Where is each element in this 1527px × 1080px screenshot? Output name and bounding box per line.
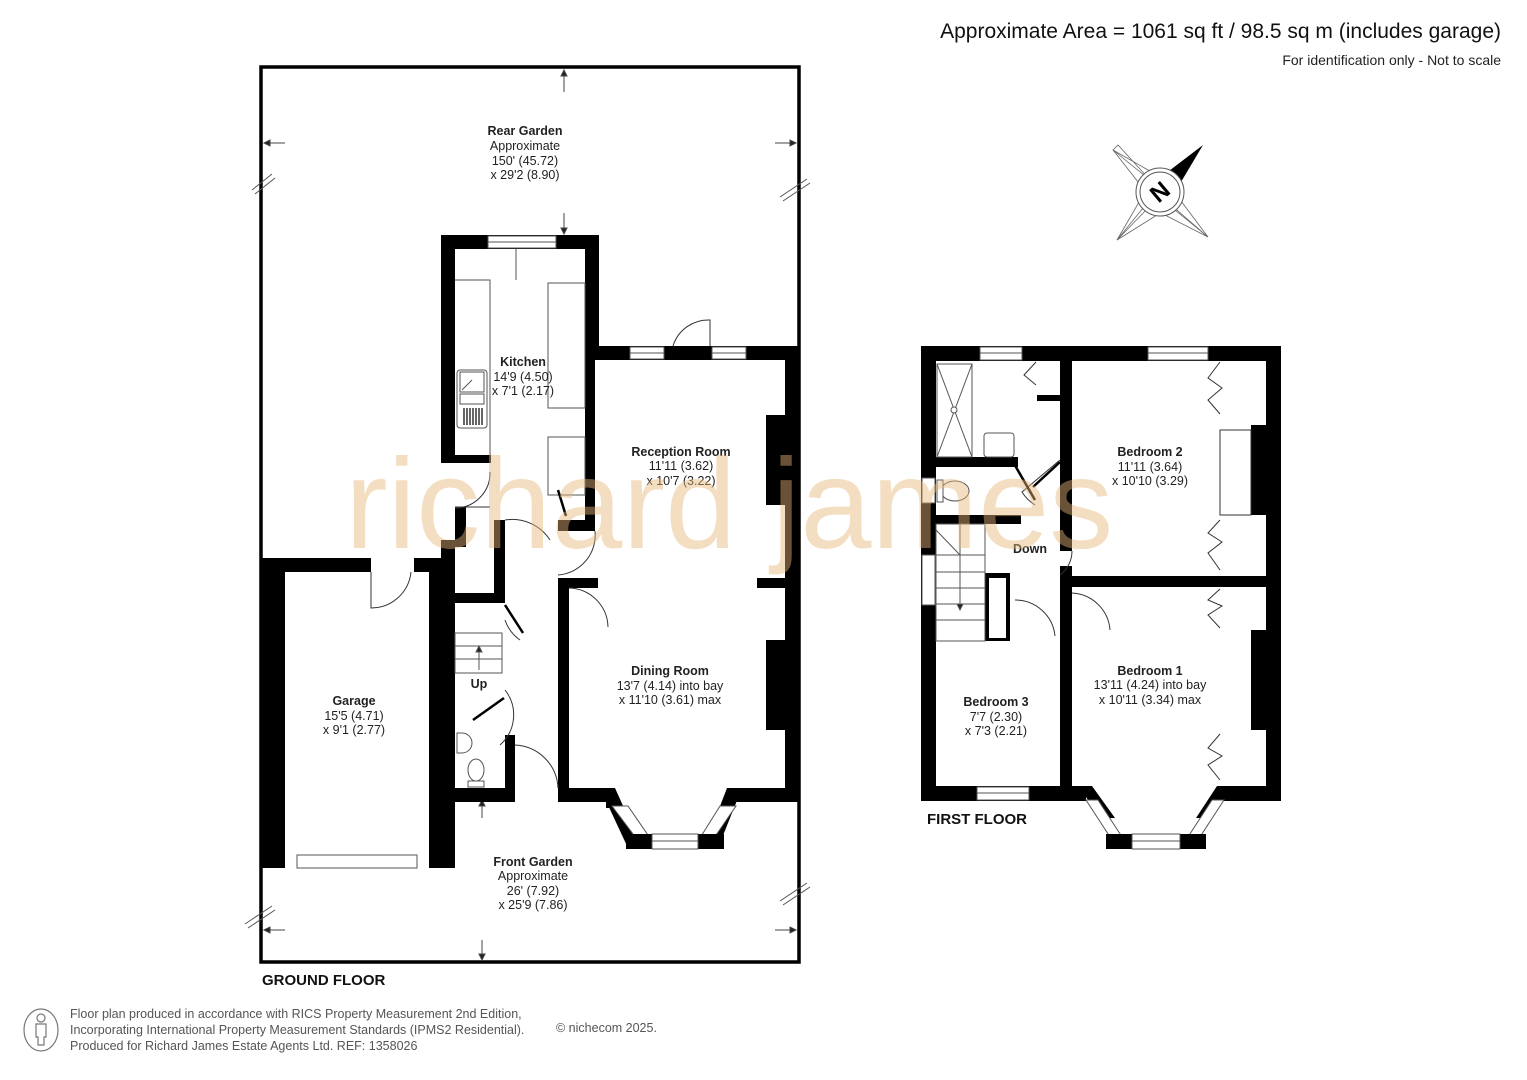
first-floor-plan: Bedroom 2 11'11 (3.64) x 10'10 (3.29) Be… (921, 346, 1281, 850)
room-dimension: 11'11 (3.62) (649, 459, 713, 473)
approximate-area: Approximate Area = 1061 sq ft / 98.5 sq … (940, 20, 1501, 43)
first-stairs (935, 523, 986, 642)
room-name-front-garden: Front Garden (493, 855, 572, 869)
room-name-rear-garden: Rear Garden (487, 124, 562, 138)
footer-line: Floor plan produced in accordance with R… (70, 1007, 522, 1021)
ground-stairs (454, 632, 503, 674)
stairs-down-label: Down (1013, 542, 1047, 556)
room-detail: Approximate (490, 139, 560, 153)
ground-room-labels: Rear Garden Approximate 150' (45.72) x 2… (262, 124, 731, 989)
first-door-leaves (1011, 461, 1061, 501)
room-dimension: x 7'3 (2.21) (965, 724, 1027, 738)
room-dimension: 11'11 (3.64) (1118, 460, 1182, 474)
room-dimension: x 7'1 (2.17) (492, 384, 554, 398)
first-bay-window (1078, 786, 1231, 850)
room-name-bedroom-3: Bedroom 3 (963, 695, 1028, 709)
room-dimension: x 9'1 (2.77) (323, 723, 385, 737)
break-marks (244, 173, 811, 929)
room-name-reception-room: Reception Room (631, 445, 730, 459)
room-name-dining-room: Dining Room (631, 664, 709, 678)
ground-floor-label: GROUND FLOOR (262, 972, 385, 989)
area-summary: Approximate Area = 1061 sq ft / 98.5 sq … (940, 20, 1501, 68)
north-compass-icon: N (1112, 144, 1209, 241)
room-dimension: 7'7 (2.30) (970, 710, 1022, 724)
room-dimension: x 10'7 (3.22) (646, 474, 715, 488)
watermark: richard james (345, 433, 1113, 576)
copyright: © nichecom 2025. (556, 1021, 657, 1035)
ground-walls (261, 235, 799, 868)
room-name-bedroom-1: Bedroom 1 (1117, 664, 1182, 678)
person-measurement-icon (23, 1008, 59, 1052)
room-dimension: 13'7 (4.14) into bay (617, 679, 724, 693)
bathroom-fittings (936, 363, 1015, 503)
footer-notes: Floor plan produced in accordance with R… (70, 1006, 524, 1054)
room-dimension: x 11'10 (3.61) max (619, 693, 722, 707)
room-dimension: 26' (7.92) (507, 884, 559, 898)
first-inner-voids (989, 578, 1006, 638)
dimension-arrows (262, 68, 798, 962)
disclaimer: For identification only - Not to scale (1282, 52, 1501, 68)
room-dimension: 150' (45.72) (492, 154, 558, 168)
footer-line: Incorporating International Property Mea… (70, 1023, 525, 1037)
room-dimension: 14'9 (4.50) (493, 370, 552, 384)
first-windows (921, 346, 1209, 801)
room-name-bedroom-2: Bedroom 2 (1117, 445, 1182, 459)
ground-door-leaves (472, 489, 568, 722)
room-dimension: x 10'10 (3.29) (1112, 474, 1188, 488)
room-dimension: 15'5 (4.71) (324, 709, 383, 723)
first-doors (1014, 361, 1252, 781)
room-name-garage: Garage (332, 694, 375, 708)
room-dimension: x 10'11 (3.34) max (1099, 693, 1202, 707)
footer: Floor plan produced in accordance with R… (22, 1006, 524, 1054)
first-room-labels: Bedroom 2 11'11 (3.64) x 10'10 (3.29) Be… (927, 445, 1207, 828)
first-floor-label: FIRST FLOOR (927, 811, 1027, 828)
ground-bay-window (600, 788, 742, 850)
kitchen-fittings (455, 249, 586, 496)
footer-line: Produced for Richard James Estate Agents… (70, 1039, 418, 1053)
room-name-kitchen: Kitchen (500, 355, 546, 369)
room-dimension: x 25'9 (7.86) (498, 898, 567, 912)
room-dimension: x 29'2 (8.90) (490, 168, 559, 182)
ground-doors (370, 319, 711, 789)
room-detail: Approximate (498, 869, 568, 883)
ground-windows (296, 235, 747, 869)
stairs-up-label: Up (471, 677, 488, 691)
room-dimension: 13'11 (4.24) into bay (1094, 678, 1207, 692)
ground-floor-plan: Rear Garden Approximate 150' (45.72) x 2… (244, 65, 811, 989)
ground-wc-fittings (456, 732, 485, 788)
